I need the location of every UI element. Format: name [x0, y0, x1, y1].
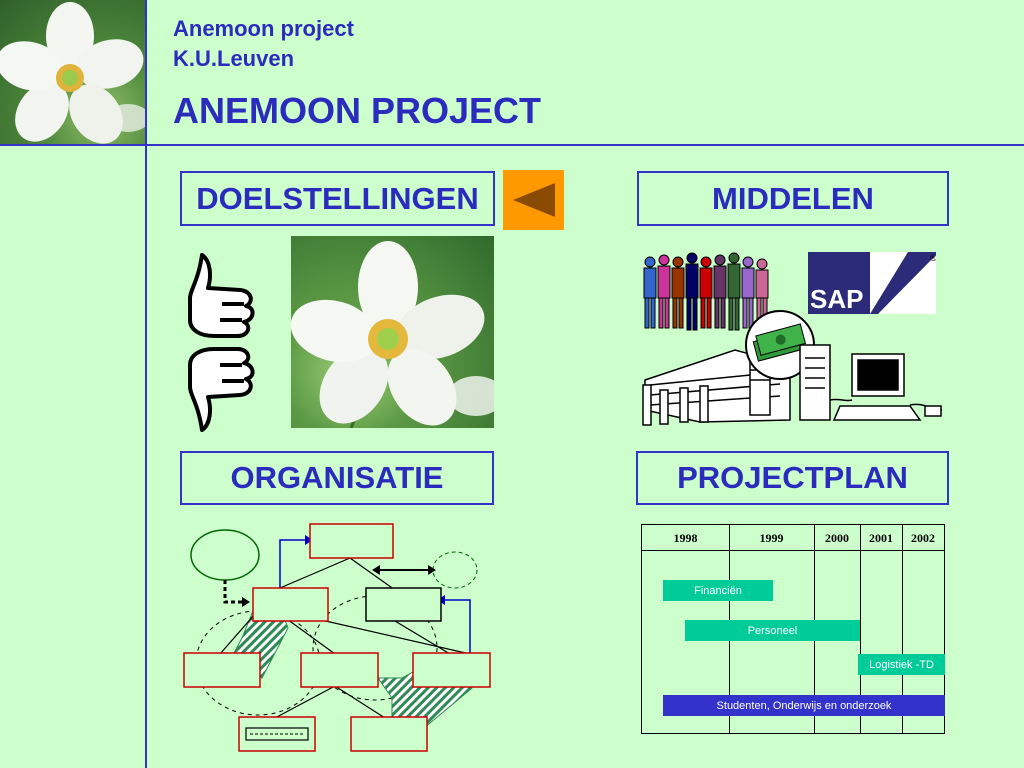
gantt-bar-financien: Financiën	[663, 580, 773, 601]
projectplan-link[interactable]: PROJECTPLAN	[636, 451, 949, 505]
subtitle-line2: K.U.Leuven	[173, 46, 295, 71]
doelstellingen-link[interactable]: DOELSTELLINGEN	[180, 171, 495, 226]
subtitle-line1: Anemoon project	[173, 16, 354, 41]
gantt-bar-studenten: Studenten, Onderwijs en onderzoek	[663, 695, 945, 716]
gantt-year-2000: 2000	[825, 531, 849, 545]
gantt-year-2002: 2002	[911, 531, 935, 545]
back-button[interactable]	[503, 170, 564, 230]
gantt-year-1999: 1999	[759, 531, 784, 545]
gantt-year-1998: 1998	[673, 531, 698, 545]
gantt-bar-logistiek: Logistiek -TD	[858, 654, 945, 675]
org-chart-diagram	[183, 523, 491, 752]
sap-logo: ® SAP	[808, 252, 937, 314]
gantt-chart: 1998 1999 2000 2001 2002 Financiën Perso…	[641, 524, 945, 734]
people-group-icon	[643, 252, 769, 331]
anemone-flower-photo	[291, 236, 494, 428]
middelen-link[interactable]: MIDDELEN	[637, 171, 949, 226]
page-title: ANEMOON PROJECT	[173, 90, 542, 131]
gantt-year-2001: 2001	[869, 531, 893, 545]
horizontal-divider	[0, 144, 1024, 146]
factory-computer-illustration	[642, 310, 943, 426]
sap-logo-text: SAP	[810, 284, 864, 314]
organisatie-link[interactable]: ORGANISATIE	[180, 451, 494, 505]
gantt-bar-personeel: Personeel	[685, 620, 860, 641]
back-arrow-icon	[512, 183, 555, 217]
thumbs-up-down-icon	[188, 253, 255, 432]
computer-icon	[799, 344, 943, 421]
corner-anemone-photo	[0, 0, 145, 144]
svg-text:®: ®	[930, 253, 936, 263]
vertical-divider	[145, 0, 147, 768]
